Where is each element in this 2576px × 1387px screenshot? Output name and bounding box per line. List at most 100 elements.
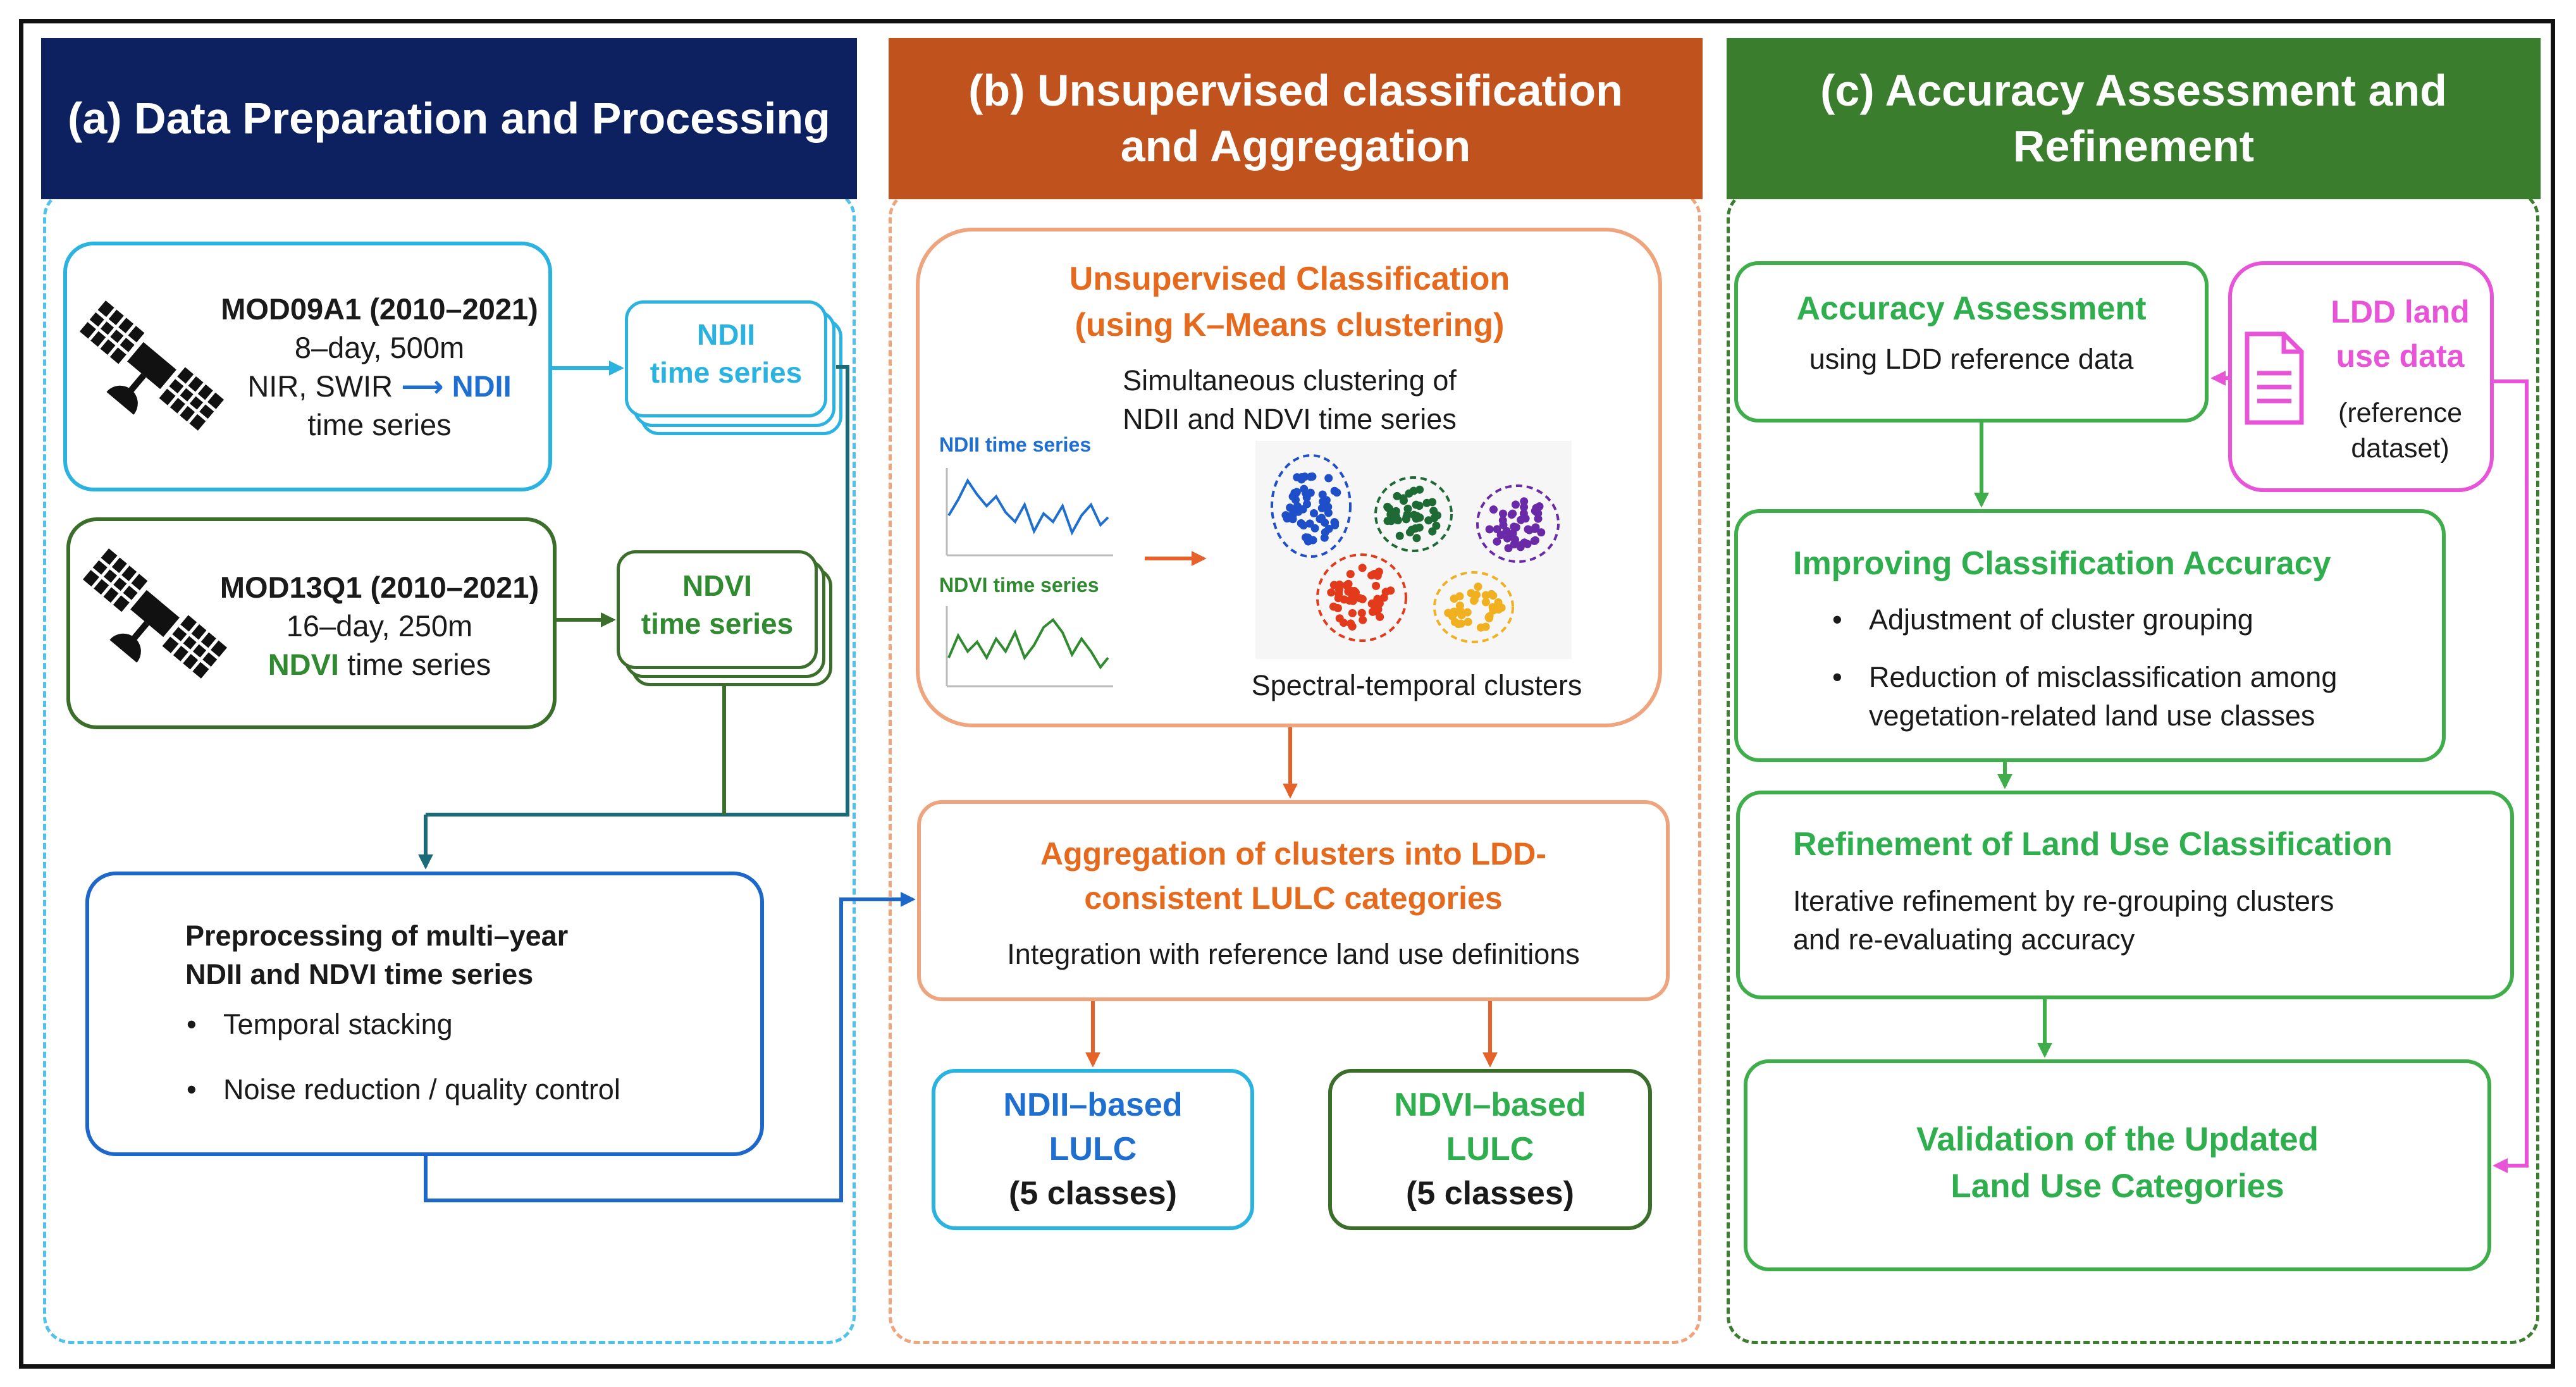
aggregation-desc: Integration with reference land use defi… — [1007, 938, 1580, 970]
cluster-point — [1357, 608, 1366, 617]
cluster-ring — [1271, 454, 1352, 558]
list-item: Noise reduction / quality control — [187, 1071, 780, 1109]
ndii-lulc-line1: NDII–based — [1003, 1087, 1183, 1123]
cluster-point — [1310, 509, 1318, 517]
cluster-point — [1511, 500, 1520, 509]
panel-c-title-line1: (c) Accuracy Assessment and — [1820, 66, 2447, 115]
cluster-point — [1485, 612, 1494, 620]
ndii-lulc-box — [932, 1069, 1254, 1230]
ndii-stack-label: NDII time series — [625, 316, 827, 392]
aggregation-title-line2: consistent LULC categories — [1084, 880, 1503, 916]
cluster-point — [1510, 540, 1519, 549]
preprocess-title: Preprocessing of multi–year NDII and NDV… — [185, 917, 742, 994]
cluster-point — [1520, 497, 1529, 506]
document-icon — [2245, 331, 2304, 425]
cluster-point — [1324, 474, 1333, 483]
kmeans-desc-line2: NDII and NDVI time series — [1123, 402, 1457, 435]
cluster-point — [1474, 583, 1482, 591]
cluster-ring — [1476, 484, 1560, 563]
accuracy-desc: using LDD reference data — [1809, 342, 2134, 375]
cluster-point — [1508, 529, 1517, 538]
cluster-point — [1327, 588, 1336, 597]
list-item: Temporal stacking — [187, 1006, 780, 1044]
cluster-point — [1318, 490, 1327, 499]
panel-b-title-line1: (b) Unsupervised classification — [968, 66, 1623, 115]
panel-c-title-line2: Refinement — [2012, 121, 2255, 171]
cluster-point — [1383, 517, 1392, 526]
accuracy-text: Accuracy Assessment using LDD reference … — [1734, 288, 2209, 378]
cluster-point — [1289, 509, 1298, 518]
panel-b-title-line2: and Aggregation — [1120, 121, 1471, 171]
accuracy-title: Accuracy Assessment — [1796, 290, 2147, 327]
cluster-point — [1383, 502, 1392, 511]
cluster-point — [1402, 512, 1411, 521]
ndii-down-connector — [426, 365, 849, 817]
mod09-bands-ndii: NDII — [452, 369, 512, 404]
cluster-point — [1489, 591, 1498, 600]
cluster-point — [1467, 589, 1476, 598]
panel-a-title: (a) Data Preparation and Processing — [68, 93, 830, 143]
cluster-point — [1281, 511, 1290, 520]
refinement-desc-line1: Iterative refinement by re-grouping clus… — [1793, 885, 2334, 917]
cluster-point — [1430, 514, 1439, 522]
cluster-point — [1346, 570, 1355, 579]
mod13-index-ndvi: NDVI — [268, 648, 339, 682]
cluster-point — [1290, 488, 1299, 497]
cluster-point — [1403, 504, 1412, 513]
list-item-line2: vegetation-related land use classes — [1869, 699, 2315, 732]
cluster-point — [1523, 539, 1532, 548]
cluster-point — [1303, 500, 1311, 509]
cluster-point — [1310, 524, 1319, 533]
cluster-point — [1508, 509, 1517, 518]
cluster-point — [1358, 564, 1367, 572]
mod09-bands: NIR, SWIR ⟶ NDII — [209, 367, 550, 405]
cluster-point — [1422, 498, 1431, 507]
cluster-point — [1455, 601, 1464, 610]
ldd-to-validation-connector — [2493, 379, 2529, 1173]
preprocess-bullets: Temporal stacking Noise reduction / qual… — [185, 1006, 780, 1132]
cluster-point — [1457, 619, 1465, 628]
cluster-point — [1409, 486, 1418, 495]
ldd-title-line1: LDD land — [2331, 294, 2470, 330]
refinement-box — [1736, 791, 2514, 999]
satellite-icon — [61, 300, 224, 453]
aggregation-box — [917, 800, 1670, 1001]
cluster-point — [1299, 521, 1308, 530]
cluster-point — [1531, 523, 1540, 532]
mod13-title: MOD13Q1 (2010–2021) — [219, 570, 539, 604]
cluster-point — [1412, 534, 1421, 543]
improving-title: Improving Classification Accuracy — [1793, 545, 2331, 582]
cluster-point — [1520, 503, 1529, 512]
outer-frame — [19, 19, 2555, 1369]
ndvi-stack-line2: time series — [641, 607, 794, 640]
cluster-point — [1429, 507, 1438, 515]
ndii-lulc-line3: (5 classes) — [1009, 1175, 1177, 1212]
cluster-point — [1347, 619, 1355, 628]
cluster-point — [1373, 571, 1382, 580]
preprocess-title-line1: Preprocessing of multi–year — [185, 920, 569, 952]
preprocess-to-aggregation-arrow — [424, 892, 916, 1202]
cluster-point — [1374, 605, 1383, 614]
cluster-point — [1393, 491, 1402, 500]
mod13-index-suffix: time series — [347, 648, 491, 682]
cluster-ring — [1316, 553, 1407, 642]
cluster-point — [1481, 598, 1490, 607]
mod13-resolution: 16–day, 250m — [286, 609, 473, 643]
cluster-point — [1407, 526, 1416, 534]
cluster-point — [1412, 500, 1420, 509]
satellite-icon — [64, 548, 227, 701]
cluster-point — [1324, 509, 1333, 517]
ndvi-lulc-line2: LULC — [1446, 1131, 1534, 1168]
mod13-text: MOD13Q1 (2010–2021) 16–day, 250m NDVI ti… — [209, 568, 550, 684]
panel-c-header: (c) Accuracy Assessment and Refinement — [1727, 38, 2541, 199]
cluster-point — [1358, 595, 1367, 603]
cluster-point — [1316, 515, 1324, 524]
cluster-point — [1493, 525, 1501, 534]
cluster-point — [1517, 515, 1525, 524]
cluster-point — [1504, 544, 1513, 553]
cluster-point — [1348, 609, 1357, 617]
ndii-lulc-text: NDII–based LULC (5 classes) — [932, 1083, 1254, 1216]
cluster-point — [1485, 525, 1494, 534]
list-item: Reduction of misclassification among veg… — [1832, 658, 2476, 736]
